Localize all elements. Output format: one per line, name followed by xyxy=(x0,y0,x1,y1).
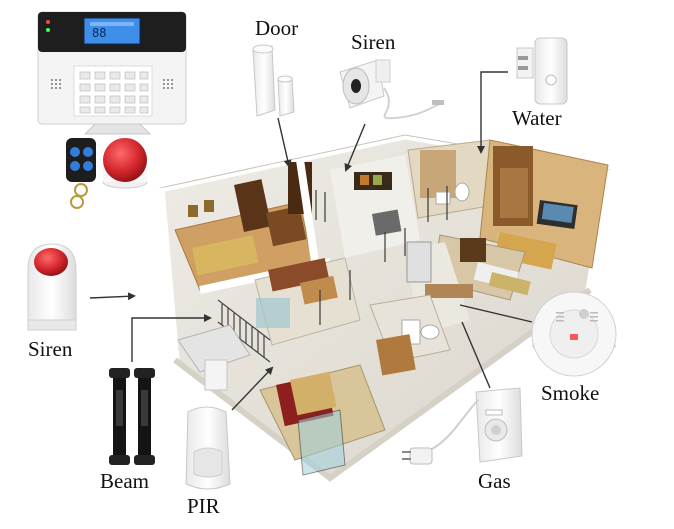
alarm-panel-icon: 88 xyxy=(37,11,187,135)
water-sensor-icon xyxy=(516,37,568,105)
label-pir: PIR xyxy=(187,494,220,518)
smoke-detector-icon xyxy=(531,291,617,377)
arrow-water xyxy=(477,71,508,154)
remote-keyfob-icon xyxy=(66,138,96,209)
arrow-gas xyxy=(461,321,491,389)
leader-lines xyxy=(89,71,533,411)
siren-left-icon xyxy=(27,243,77,331)
arrow-siren-top xyxy=(344,123,366,172)
arrow-beam xyxy=(131,314,212,362)
label-smoke: Smoke xyxy=(541,381,600,405)
gas-detector-icon xyxy=(402,387,523,465)
panel-lcd-readout: 88 xyxy=(92,26,106,40)
label-siren-top: Siren xyxy=(351,30,396,54)
label-siren-left: Siren xyxy=(28,337,73,361)
siren-top-icon xyxy=(339,59,444,120)
pir-sensor-icon xyxy=(185,406,231,490)
siren-icon xyxy=(102,138,148,189)
arrow-siren-left xyxy=(89,292,136,301)
arrow-smoke xyxy=(459,304,533,323)
beam-sensor-icon xyxy=(109,368,155,465)
label-beam: Beam xyxy=(100,469,149,493)
arrow-pir xyxy=(231,366,274,411)
label-water: Water xyxy=(512,106,562,130)
label-door: Door xyxy=(255,16,299,40)
door-sensor-icon xyxy=(252,44,295,117)
label-gas: Gas xyxy=(478,469,511,493)
house-floorplan-icon xyxy=(155,130,615,482)
arrow-door xyxy=(277,117,292,168)
